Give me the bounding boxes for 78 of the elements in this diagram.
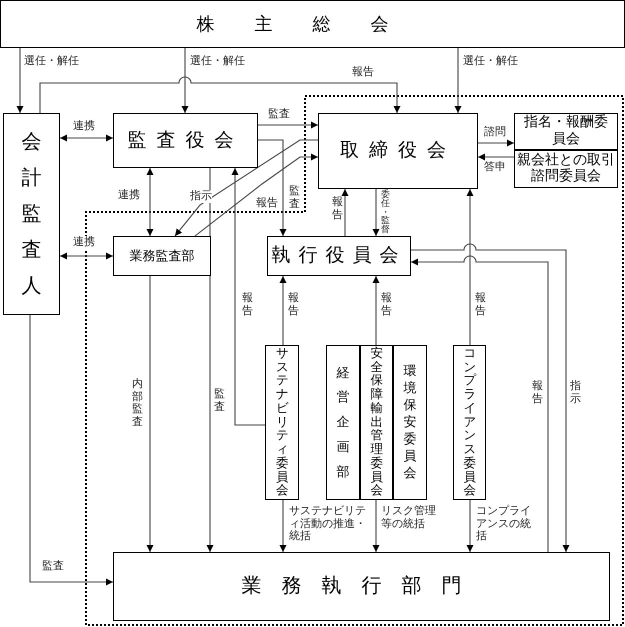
edge-label: 連携 (73, 120, 95, 133)
arrow (466, 500, 474, 552)
organization-box (0, 0, 625, 48)
vertical-box (453, 345, 486, 500)
arrow (280, 276, 286, 345)
arrow (280, 500, 286, 552)
box-label: サステナビリティ委員会 (276, 346, 288, 498)
edge-label: 報告 (352, 66, 374, 79)
arrow (146, 168, 154, 236)
organization-box (113, 113, 258, 168)
vertical-box (360, 345, 393, 500)
edge-label: 選任・解任 (24, 55, 79, 68)
edge-label: 選任・解任 (190, 55, 245, 68)
edge-label: 内部監査 (132, 378, 143, 429)
box-label: 会計監査人 (22, 130, 42, 299)
vertical-box (265, 345, 299, 500)
arrow (411, 256, 549, 552)
arrow (174, 139, 318, 236)
arrow (206, 168, 214, 552)
arrow (16, 48, 24, 113)
box-label: 監査役会 (128, 130, 244, 152)
edge-label: 監査 (214, 388, 225, 414)
arrow (466, 189, 474, 345)
arrow (146, 276, 154, 552)
arrow (60, 252, 113, 260)
arrow (372, 276, 380, 345)
edge-label: 答申 (484, 161, 506, 174)
box-label: 安全保障輸出管理委員会 (370, 346, 383, 498)
arrow (454, 48, 462, 113)
edge-label: 報告 (242, 292, 253, 318)
arrow (39, 76, 400, 113)
vertical-box (3, 113, 60, 315)
box-label: 親会社との取引諮問委員会 (517, 152, 615, 186)
organization-box (113, 552, 610, 621)
box-label: コンプライアンス委員会 (463, 346, 476, 498)
edge-label: 監査 (268, 108, 290, 121)
edge-label: 委任・監督 (381, 190, 390, 234)
edge-label: 報告 (288, 292, 299, 318)
edge-label: 連携 (73, 236, 95, 249)
edge-label: 報告 (532, 380, 543, 406)
edge-label: 報告 (475, 292, 486, 318)
edge-label: 監査 (289, 185, 300, 210)
arrow (60, 134, 113, 142)
arrow (29, 315, 113, 586)
edge-label: 連携 (118, 189, 140, 202)
organization-box (267, 236, 411, 276)
arrow (194, 154, 318, 236)
edge-label: 報告 (381, 292, 392, 318)
organization-box (514, 113, 618, 150)
arrow (372, 500, 380, 552)
edge-label: 指示 (190, 190, 212, 203)
vertical-box (393, 345, 427, 500)
box-label: 環境保安委員会 (404, 363, 416, 482)
box-label: 業務執行部門 (242, 575, 482, 598)
arrow (232, 168, 265, 426)
organization-box (113, 236, 211, 276)
arrow (478, 140, 514, 146)
box-label: 取締役会 (340, 140, 456, 162)
box-label: 指名・報酬委員会 (523, 115, 609, 148)
organization-box (318, 113, 478, 189)
edge-label: 指示 (570, 380, 581, 406)
box-label: 執行役員会 (272, 245, 406, 267)
edge-label: 報告 (332, 196, 343, 222)
edge-label: 監査 (42, 560, 64, 573)
edge-label: 諮問 (484, 126, 506, 139)
arrow (372, 189, 380, 236)
vertical-box (326, 345, 360, 500)
arrow (258, 139, 286, 236)
box-label: 経営企画部 (336, 364, 350, 481)
arrow (342, 189, 348, 236)
edge-label: 選任・解任 (463, 55, 518, 68)
box-label: 株主総会 (196, 14, 428, 34)
arrow (258, 122, 318, 128)
arrow (411, 244, 570, 552)
edge-label: 報告 (256, 197, 278, 210)
box-label: 業務監査部 (130, 248, 194, 264)
arrow (478, 154, 514, 160)
arrow (182, 48, 188, 113)
